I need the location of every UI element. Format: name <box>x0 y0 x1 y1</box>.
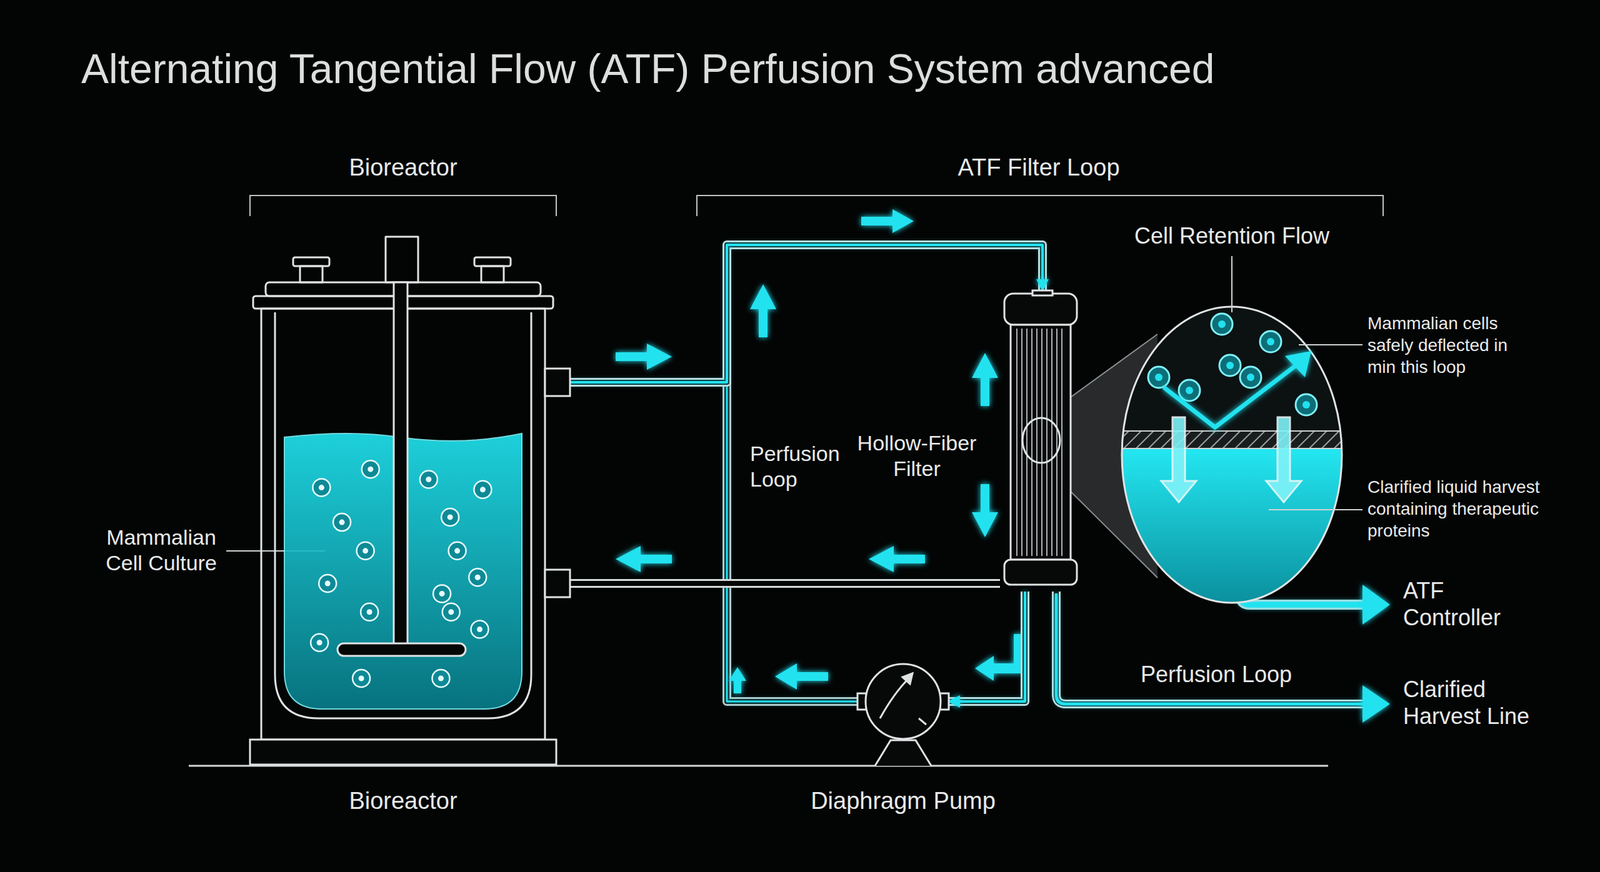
hollow-fiber-filter: Hollow-Fiber Filter <box>1000 290 1082 592</box>
annotation-label: Perfusion Loop <box>750 441 857 493</box>
harvest-line <box>1056 591 1390 724</box>
node-label: Diaphragm Pump <box>810 787 996 817</box>
annotation-label: ATF Controller <box>1403 577 1519 632</box>
node-label: Bioreactor <box>250 787 557 817</box>
node-label: Hollow-Fiber Filter <box>845 430 989 482</box>
annotation-label: ATF Filter Loop <box>913 153 1164 183</box>
section-bracket <box>250 195 1384 217</box>
node-illustration <box>857 656 949 767</box>
annotation-label: Mammalian Cell Culture <box>87 525 235 577</box>
pipe-connector <box>556 245 1043 383</box>
annotation-label: Cell Retention Flow <box>1106 222 1357 250</box>
pipe-connector <box>948 591 1025 702</box>
node-illustration <box>1000 290 1082 592</box>
flow-arrow <box>615 209 1023 694</box>
annotation-label: Bioreactor <box>340 153 466 183</box>
diaphragm-pump: Diaphragm Pump <box>857 656 949 767</box>
bioreactor-vessel: Bioreactor <box>250 225 557 819</box>
diagram-title: Alternating Tangential Flow (ATF) Perfus… <box>81 45 1215 93</box>
magnifier-view <box>1118 305 1347 607</box>
annotation-label: Clarified Harvest Line <box>1403 676 1544 730</box>
pipe-connector <box>556 583 1000 585</box>
node-illustration <box>250 225 557 819</box>
annotation-label: Perfusion Loop <box>1122 661 1310 689</box>
annotation-label: Mammalian cells safely deflected in min … <box>1367 312 1524 379</box>
annotation-label: Clarified liquid harvest containing ther… <box>1367 476 1555 542</box>
pump-return-pipe <box>726 382 858 702</box>
